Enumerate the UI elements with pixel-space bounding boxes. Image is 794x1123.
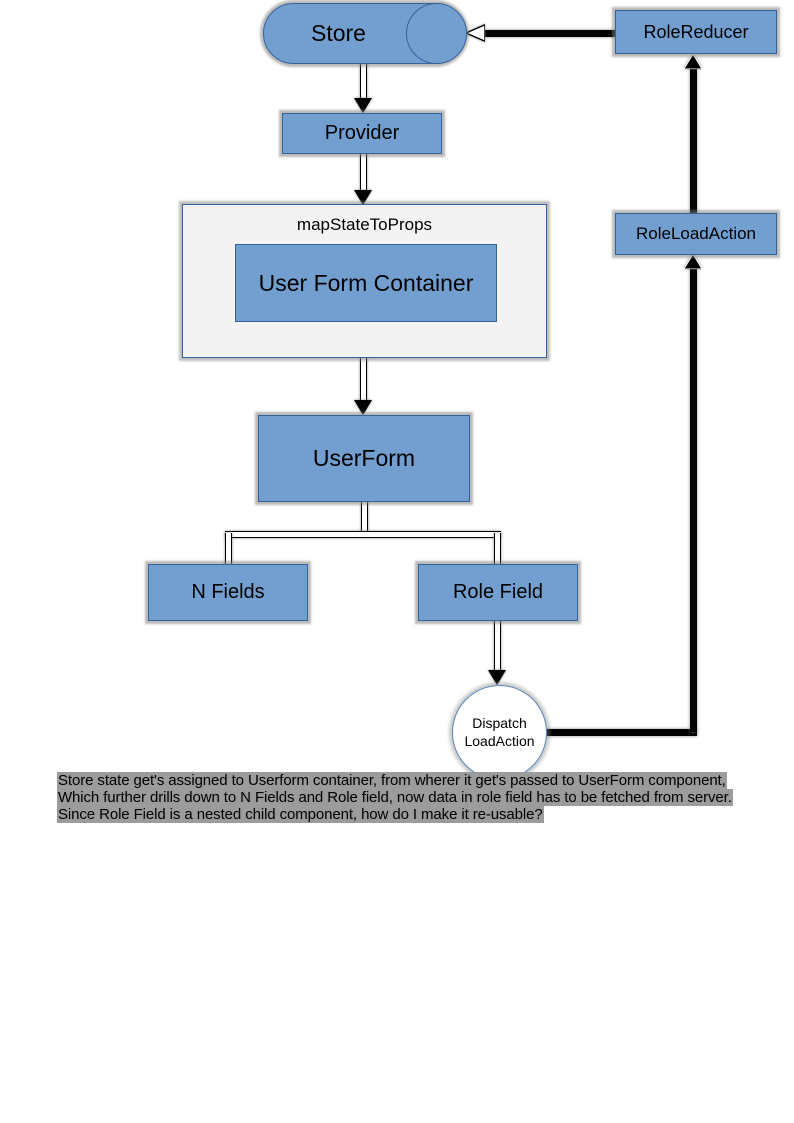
edge-tree-rail: [224, 530, 501, 538]
role-load-action-label: RoleLoadAction: [635, 224, 757, 243]
edge-provider-container: [359, 152, 367, 192]
arrow-down-icon: [354, 400, 372, 415]
role-reducer-node: RoleReducer: [615, 10, 777, 54]
dispatch-label-line1: Dispatch: [472, 715, 527, 731]
provider-node: Provider: [282, 113, 442, 154]
provider-label: Provider: [324, 122, 400, 144]
map-state-to-props-label: mapStateToProps: [296, 215, 433, 234]
edge-roleloadaction-rolereducer: [689, 68, 697, 214]
role-reducer-label: RoleReducer: [643, 21, 749, 42]
edge-tree-drop-nfields: [224, 533, 232, 564]
dispatch-load-action-node: Dispatch LoadAction: [452, 685, 547, 780]
caption-line-2: Which further drills down to N Fields an…: [57, 789, 733, 807]
edge-dispatch-horizontal: [545, 728, 697, 736]
arrow-up-icon: [684, 54, 702, 69]
edge-tree-drop-rolefield: [493, 533, 501, 564]
caption-text: Store state get's assigned to Userform c…: [57, 772, 733, 824]
role-field-node: Role Field: [418, 564, 578, 621]
arrow-down-icon: [354, 190, 372, 205]
role-load-action-node: RoleLoadAction: [615, 213, 777, 255]
store-circle-shape: [405, 2, 467, 64]
user-form-node: UserForm: [258, 415, 470, 502]
arrow-left-icon: [466, 24, 485, 42]
edge-userform-stem: [360, 501, 368, 534]
caption-line-3: Since Role Field is a nested child compo…: [57, 806, 544, 824]
store-node: Store: [263, 2, 467, 64]
edge-store-provider: [359, 62, 367, 100]
n-fields-label: N Fields: [191, 581, 265, 603]
role-field-label: Role Field: [452, 581, 544, 603]
n-fields-node: N Fields: [148, 564, 308, 621]
edge-container-userform: [359, 357, 367, 402]
user-form-label: UserForm: [312, 445, 416, 471]
arrow-down-icon: [488, 670, 506, 685]
edge-rolereducer-store: [484, 29, 616, 37]
user-form-container-node: User Form Container: [235, 244, 497, 322]
caption-line-1: Store state get's assigned to Userform c…: [57, 772, 727, 789]
dispatch-label-line2: LoadAction: [464, 732, 535, 749]
arrow-down-icon: [354, 98, 372, 113]
edge-dispatch-roleloadaction: [689, 267, 697, 732]
edge-rolefield-dispatch: [493, 619, 501, 671]
store-label: Store: [311, 20, 366, 46]
arrow-up-icon: [684, 254, 702, 269]
user-form-container-label: User Form Container: [258, 269, 474, 296]
